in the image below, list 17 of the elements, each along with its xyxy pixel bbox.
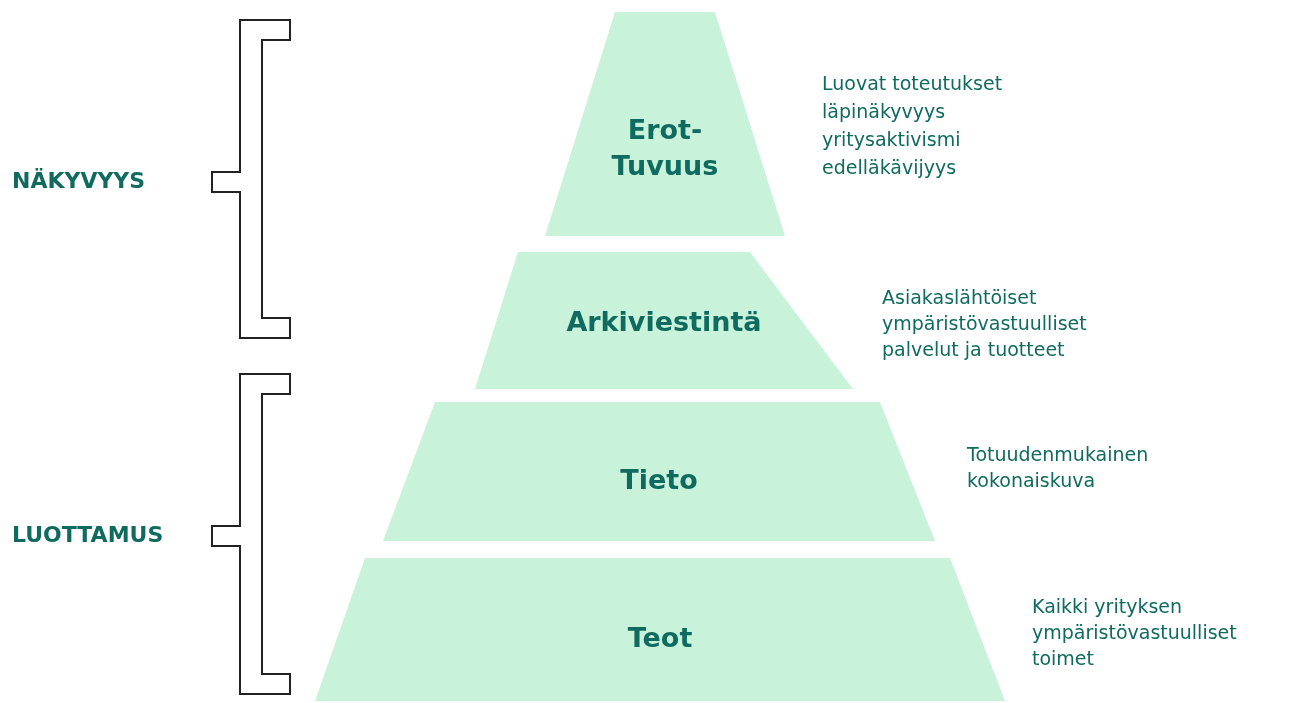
tier-title: Tieto xyxy=(619,463,699,497)
tier-title: Arkiviestintä xyxy=(565,305,763,339)
description-text: edelläkävijyys xyxy=(822,155,958,180)
description-text: Asiakaslähtöiset ympäristövastuulliset palvelut ja tuotteet xyxy=(882,285,1088,362)
pyramid-tier xyxy=(475,252,853,389)
description-text: yritysaktivismi xyxy=(822,127,962,152)
description-text: läpinäkyvyys xyxy=(822,99,947,124)
description-text: Kaikki yrityksen ympäristövastuulliset toimet xyxy=(1032,594,1238,671)
level-label: NÄKYVYYS xyxy=(12,168,146,193)
pyramid-tier xyxy=(383,402,935,541)
pyramid-tier xyxy=(315,558,1005,701)
description-text: Luovat toteutukset xyxy=(822,71,1004,96)
tier-title: Teot xyxy=(626,621,694,655)
pyramid-tier xyxy=(545,12,785,236)
level-label: LUOTTAMUS xyxy=(12,522,164,547)
description-text: Totuudenmukainen kokonaiskuva xyxy=(967,442,1150,493)
tier-title: Erot- Tuvuus xyxy=(610,113,720,183)
